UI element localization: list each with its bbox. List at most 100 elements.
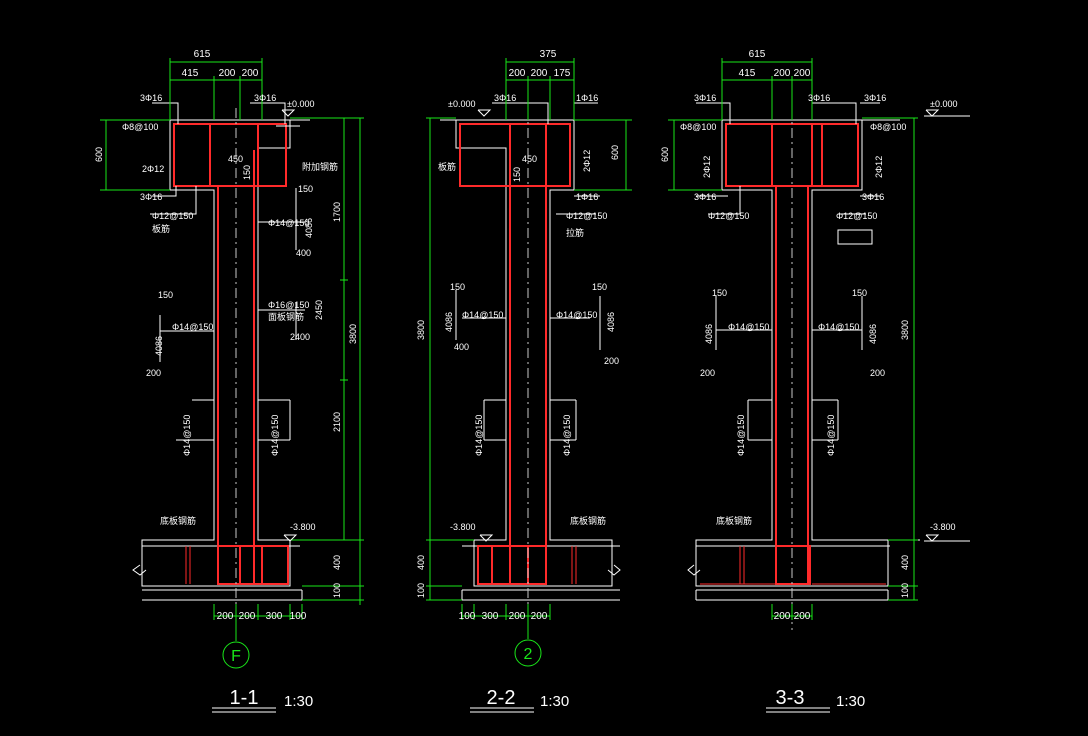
vertical-bar-label: Φ14@150 xyxy=(462,310,503,320)
side-bar-label: 2Φ12 xyxy=(142,164,164,174)
vertical-bar-label: Φ14@150 xyxy=(268,218,309,228)
note-label: 底板钢筋 xyxy=(160,515,196,526)
dim-top-1: 415 xyxy=(739,68,756,79)
vertical-bar-label: Φ14@150 xyxy=(728,322,769,332)
dim-100: 100 xyxy=(416,583,426,598)
dim-top-3: 200 xyxy=(794,68,811,79)
vertical-bar-label: Φ14@150 xyxy=(556,310,597,320)
section-3-3: 3-3 1:30 615 415 200 200 3Φ16 3Φ16 3Φ16 … xyxy=(660,49,970,713)
lap-label: 150 xyxy=(852,288,867,298)
dim-3800: 3800 xyxy=(416,320,426,340)
note-label: 拉筋 xyxy=(566,227,584,238)
slab-width: 450 xyxy=(228,154,243,164)
lap-label: 150 xyxy=(298,184,313,194)
lap-label: 2400 xyxy=(290,332,310,342)
vertical-bar-label: Φ14@150 xyxy=(736,415,746,456)
dim-bottom-3: 200 xyxy=(509,611,526,622)
length-label: 4086 xyxy=(704,324,714,344)
elevation-top: ±0.000 xyxy=(930,99,957,109)
note-label: 底板钢筋 xyxy=(570,515,606,526)
axis-bubble xyxy=(222,641,250,669)
elevation-bottom: -3.800 xyxy=(930,522,956,532)
rebar-label: 3Φ16 xyxy=(694,192,716,202)
section-title: 1-1 xyxy=(230,687,259,709)
rebar-label: 1Φ16 xyxy=(576,93,598,103)
length-label: 4086 xyxy=(444,312,454,332)
dim-600: 600 xyxy=(610,145,620,160)
dim-top-1: 200 xyxy=(509,68,526,79)
vertical-bar-label: Φ14@150 xyxy=(826,415,836,456)
dim-400: 400 xyxy=(332,555,342,570)
dim-400: 400 xyxy=(416,555,426,570)
dim-top-2: 200 xyxy=(531,68,548,79)
dim-bottom-2: 200 xyxy=(239,611,256,622)
wall-top: 150 xyxy=(242,165,252,180)
axis-label: F xyxy=(231,648,241,665)
rebar-label: 3Φ16 xyxy=(254,93,276,103)
rebar-label: 1Φ16 xyxy=(576,192,598,202)
dim-top-total: 375 xyxy=(540,49,557,60)
section-outline xyxy=(141,119,291,587)
wall-top: 150 xyxy=(512,167,522,182)
vertical-bar-label: Φ14@150 xyxy=(182,415,192,456)
dim-bottom-4: 100 xyxy=(290,611,307,622)
dim-top-1: 415 xyxy=(182,68,199,79)
dim-bottom-2: 300 xyxy=(482,611,499,622)
dim-top-2: 200 xyxy=(774,68,791,79)
dim-100: 100 xyxy=(900,583,910,598)
elevation-bottom: -3.800 xyxy=(450,522,476,532)
elevation-top: ±0.000 xyxy=(287,99,314,109)
dim-2450: 2450 xyxy=(314,300,324,320)
side-bar-label: 2Φ12 xyxy=(702,156,712,178)
dim-top-total: 615 xyxy=(194,49,211,60)
note-label: 底板钢筋 xyxy=(716,515,752,526)
lap-label: 150 xyxy=(450,282,465,292)
dim-400: 400 xyxy=(900,555,910,570)
length-label: 4086 xyxy=(868,324,878,344)
lap-label: 200 xyxy=(146,368,161,378)
lap-label: 400 xyxy=(454,342,469,352)
lap-label: 400 xyxy=(296,248,311,258)
length-label: 4086 xyxy=(304,218,314,238)
vertical-bar-label: Φ14@150 xyxy=(172,322,213,332)
tie-label: Φ12@150 xyxy=(836,211,877,221)
dim-600: 600 xyxy=(660,147,670,162)
length-label: 4086 xyxy=(154,336,164,356)
lap-label: 150 xyxy=(158,290,173,300)
vertical-bar-label: Φ16@150 xyxy=(268,300,309,310)
dim-bottom-2: 200 xyxy=(794,611,811,622)
rebar-label: 3Φ16 xyxy=(864,93,886,103)
rebar-label: 3Φ16 xyxy=(140,93,162,103)
lap-label: 150 xyxy=(592,282,607,292)
elevation-bottom: -3.800 xyxy=(290,522,316,532)
tie-label: Φ12@150 xyxy=(152,211,193,221)
vertical-bar-label: Φ14@150 xyxy=(818,322,859,332)
dim-top-3: 200 xyxy=(242,68,259,79)
length-label: 4086 xyxy=(606,312,616,332)
section-scale: 1:30 xyxy=(540,693,569,710)
vertical-bar-label: Φ14@150 xyxy=(474,415,484,456)
section-scale: 1:30 xyxy=(836,693,865,710)
dim-600: 600 xyxy=(94,147,104,162)
dim-top-2: 200 xyxy=(219,68,236,79)
dim-top-3: 175 xyxy=(554,68,571,79)
section-title: 2-2 xyxy=(487,687,516,709)
section-scale: 1:30 xyxy=(284,693,313,710)
lap-label: 200 xyxy=(604,356,619,366)
note-label: 面板钢筋 xyxy=(268,311,304,322)
lap-label: 200 xyxy=(700,368,715,378)
rebar-label: 3Φ16 xyxy=(862,192,884,202)
dim-bottom-3: 300 xyxy=(266,611,283,622)
dim-100: 100 xyxy=(332,583,342,598)
stirrup-label: Φ8@100 xyxy=(680,122,716,132)
dim-bottom-1: 200 xyxy=(774,611,791,622)
dim-top-total: 615 xyxy=(749,49,766,60)
section-2-2: 2 2-2 1:30 375 200 200 175 ±0.000 3Φ16 1… xyxy=(416,49,632,713)
elevation-top: ±0.000 xyxy=(448,99,475,109)
rebar-label: 3Φ16 xyxy=(494,93,516,103)
rebar-label: 3Φ16 xyxy=(140,192,162,202)
stirrup-label: Φ8@100 xyxy=(122,122,158,132)
vertical-bar-label: Φ14@150 xyxy=(562,415,572,456)
tie-label: Φ12@150 xyxy=(708,211,749,221)
